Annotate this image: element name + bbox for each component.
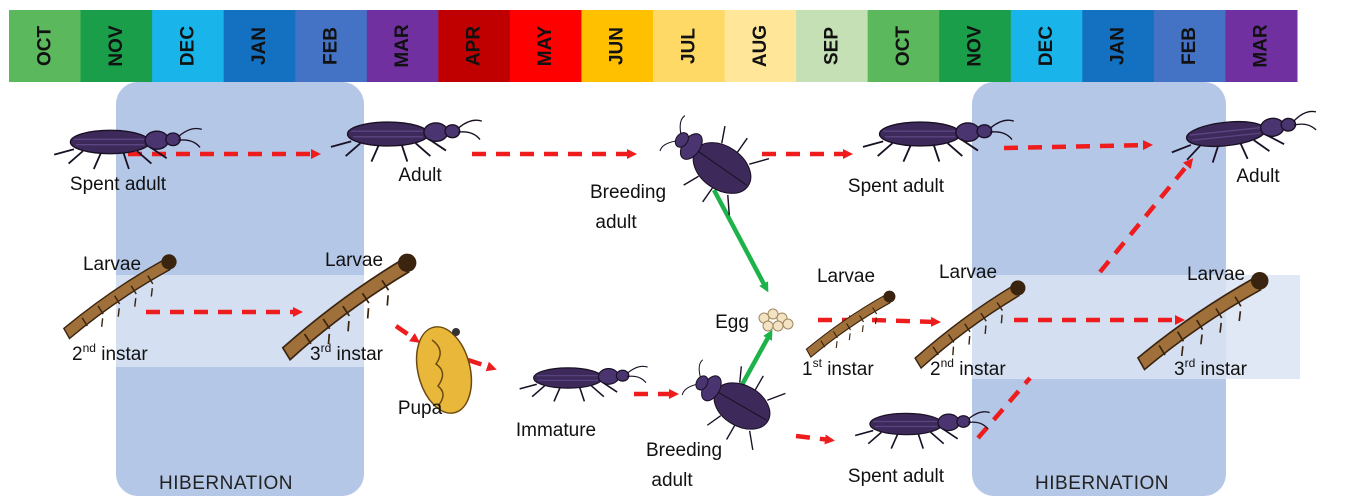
arrow-breeding-bottom-to-egg — [738, 334, 770, 392]
arrow-pupa-to-immature — [468, 360, 492, 368]
month-cell: FEB — [1154, 10, 1226, 82]
month-cell: NOV — [81, 10, 153, 82]
egg-cluster — [759, 309, 793, 331]
hibernation-label-right: HIBERNATION — [1035, 473, 1169, 494]
label-larvae-2: Larvae — [325, 250, 383, 271]
month-label: SEP — [821, 27, 842, 65]
month-label: DEC — [177, 26, 198, 66]
label-2nd-instar-left: 2nd instar — [72, 341, 148, 365]
hibernation-label-left: HIBERNATION — [159, 473, 293, 494]
month-timeline: OCT NOV DEC JAN FEB MAR APR MAY JUN JUL AUG SEP OCT N… — [9, 10, 1298, 82]
month-cell: JAN — [224, 10, 296, 82]
month-label: NOV — [965, 25, 986, 67]
month-label: DEC — [1036, 26, 1057, 66]
month-label: MAR — [392, 24, 413, 68]
month-label: AUG — [750, 25, 771, 67]
month-label: NOV — [106, 25, 127, 67]
month-cell: JUN — [581, 10, 653, 82]
month-cell: OCT — [868, 10, 940, 82]
label-immature: Immature — [516, 420, 596, 441]
month-label: JUN — [607, 27, 628, 65]
month-label: JAN — [249, 27, 270, 65]
month-cell: APR — [438, 10, 510, 82]
month-cell: JUL — [653, 10, 725, 82]
month-label: APR — [464, 26, 485, 66]
green-arrows — [714, 190, 770, 392]
label-larvae-4: Larvae — [939, 262, 997, 283]
label-breeding-adult-bottom-line2: adult — [651, 470, 693, 491]
month-label: JUL — [678, 28, 699, 64]
label-breeding-adult-top-line2: adult — [595, 212, 637, 233]
label-adult-2: Adult — [1236, 166, 1280, 187]
label-spent-adult-2: Spent adult — [848, 176, 945, 197]
arrow-breeding-to-spent-bottom — [796, 436, 830, 440]
beetle-spent-adult-3 — [855, 412, 989, 449]
arrow-breeding-top-to-egg — [714, 190, 766, 288]
label-larvae-5: Larvae — [1187, 264, 1245, 285]
month-cell: MAY — [510, 10, 582, 82]
label-spent-adult-1: Spent adult — [70, 174, 167, 195]
label-egg: Egg — [715, 312, 749, 333]
beetle-breeding-bottom — [674, 345, 788, 453]
month-cell: JAN — [1082, 10, 1154, 82]
label-breeding-adult-bottom-line1: Breeding — [646, 440, 722, 461]
month-cell: DEC — [1011, 10, 1083, 82]
month-cell: AUG — [725, 10, 797, 82]
month-label: OCT — [34, 26, 55, 67]
month-label: FEB — [1179, 27, 1200, 65]
label-breeding-adult-top-line1: Breeding — [590, 182, 666, 203]
label-spent-adult-3: Spent adult — [848, 466, 945, 487]
month-label: FEB — [321, 27, 342, 65]
beetle-immature — [520, 366, 648, 401]
month-label: JAN — [1108, 27, 1129, 65]
arrow-larva1-to-larva2 — [872, 320, 936, 322]
month-label: OCT — [893, 26, 914, 67]
label-2nd-instar-right: 2nd instar — [930, 356, 1006, 380]
month-cell: DEC — [152, 10, 224, 82]
month-cell: NOV — [939, 10, 1011, 82]
label-larvae-3: Larvae — [817, 266, 875, 287]
larva-1st-instar — [797, 289, 905, 358]
label-1st-instar: 1st instar — [802, 356, 874, 380]
month-cell: FEB — [295, 10, 367, 82]
month-cell: MAR — [1225, 10, 1297, 82]
month-cell: MAR — [367, 10, 439, 82]
label-larvae-1: Larvae — [83, 254, 141, 275]
month-cell: SEP — [796, 10, 868, 82]
month-label: MAY — [535, 25, 556, 66]
month-cell: OCT — [9, 10, 81, 82]
month-label: MAR — [1251, 24, 1272, 68]
arrow-larva-to-pupa — [396, 326, 416, 340]
beetle-breeding-top — [650, 101, 772, 219]
label-pupa: Pupa — [398, 398, 443, 419]
label-adult-1: Adult — [398, 165, 442, 186]
